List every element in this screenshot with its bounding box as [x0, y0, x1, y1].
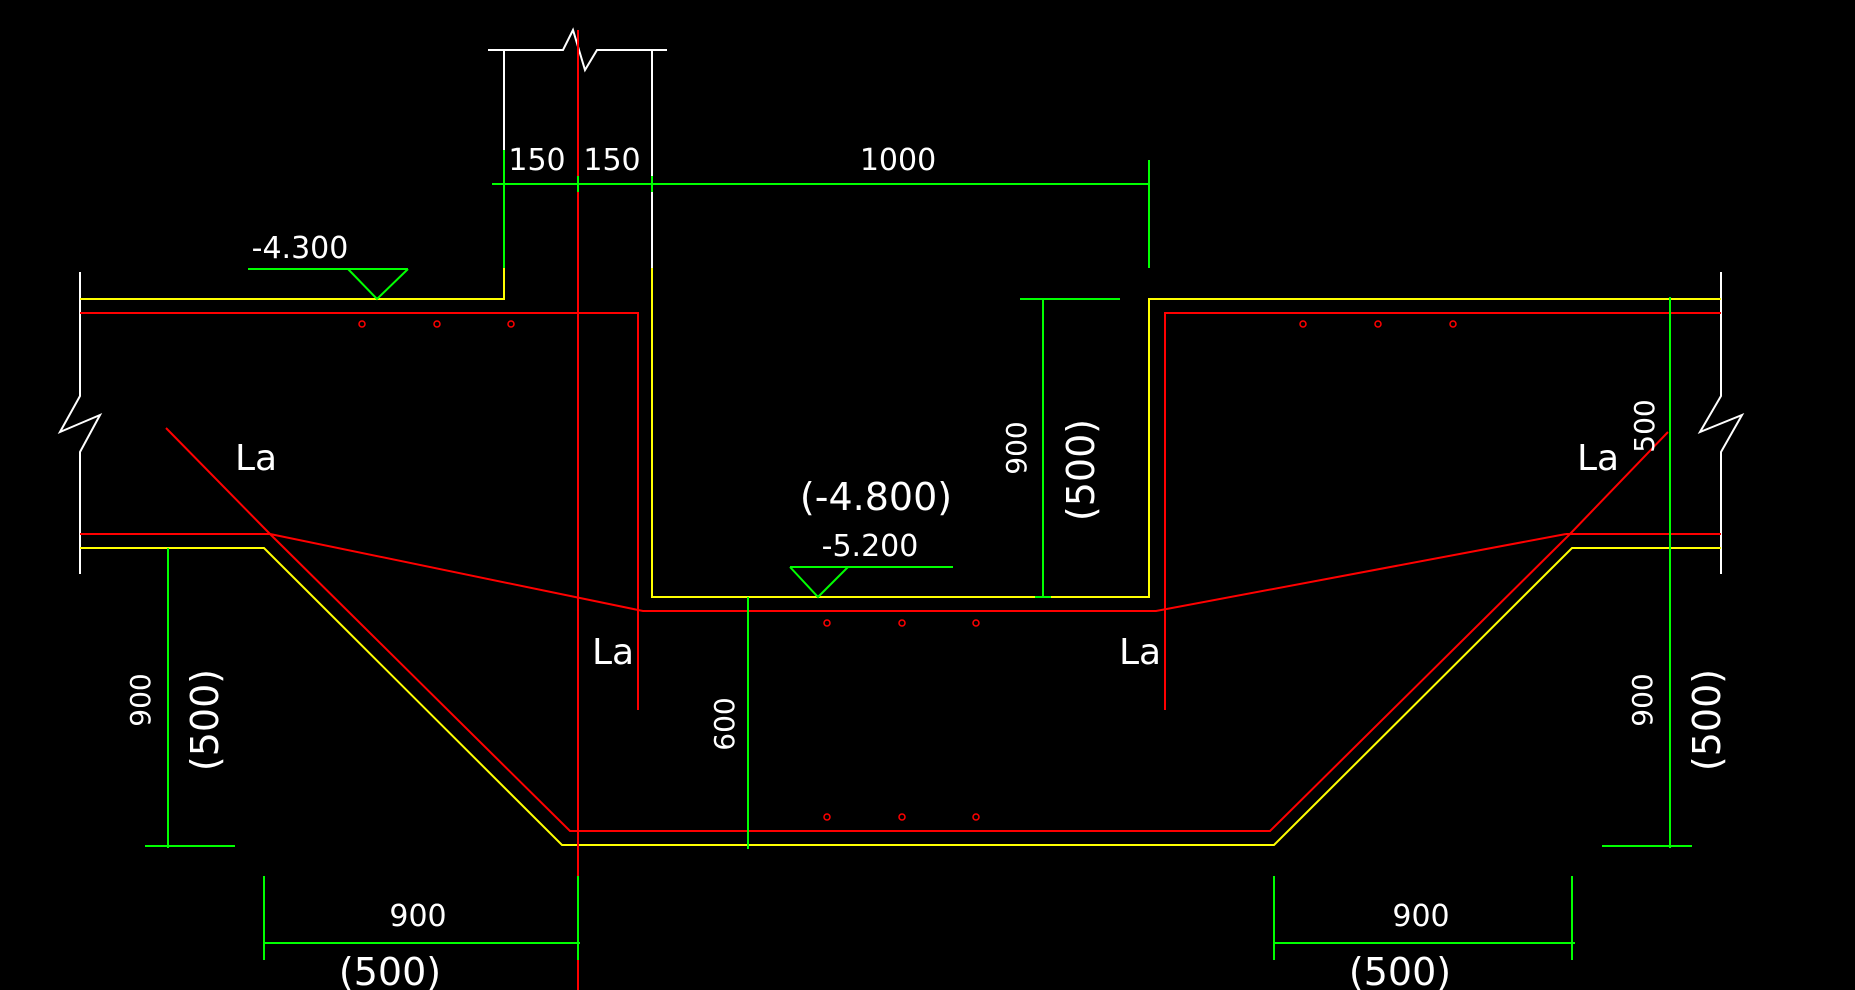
bottom-right-900: 900 [1392, 899, 1449, 934]
la-upper-right: La [1577, 438, 1619, 479]
elev-minus-4800: (-4.800) [800, 475, 952, 519]
bottom-right-500: (500) [1349, 950, 1451, 990]
right-500: 500 [1628, 399, 1661, 452]
rebar-dot [898, 813, 906, 821]
inclined-bar-left [269, 533, 1567, 612]
right-break-line [1697, 272, 1745, 574]
rebar-dot [433, 320, 441, 328]
rebar-dot [972, 813, 980, 821]
left-slope-900: 900 [124, 673, 157, 726]
la-upper-left: La [235, 438, 277, 479]
elev-4300-triangle [347, 268, 409, 301]
elev-minus-4300: -4.300 [252, 231, 349, 266]
pit-depth-500: (500) [1059, 419, 1103, 521]
elev-minus-5200: -5.200 [822, 529, 919, 564]
rebar-dot [823, 619, 831, 627]
elev-5200-triangle [789, 566, 849, 599]
center-600: 600 [708, 697, 741, 750]
bottom-left-500: (500) [339, 950, 441, 990]
dimension-texts: 150 150 1000 -4.300 (-4.800) -5.200 900 … [124, 143, 1729, 990]
left-break-line [57, 272, 103, 574]
rebar-dot [972, 619, 980, 627]
rebar-dots [358, 320, 1457, 821]
pit-depth-900: 900 [1000, 421, 1033, 474]
left-slope-500: (500) [183, 669, 227, 771]
rebar-dot [1449, 320, 1457, 328]
dim-top-left-150: 150 [508, 143, 565, 178]
rebar-dot [1299, 320, 1307, 328]
dim-top-right-150: 150 [583, 143, 640, 178]
top-bar-left [80, 312, 639, 710]
top-surface-left [80, 268, 505, 300]
rebar-dot [823, 813, 831, 821]
top-bar-right [1164, 312, 1721, 710]
la-lower-right: La [1119, 632, 1161, 673]
right-slope-900: 900 [1626, 673, 1659, 726]
rebar-dot [1374, 320, 1382, 328]
bottom-outline [80, 547, 1721, 846]
rebar-dot [507, 320, 515, 328]
bottom-left-900: 900 [389, 899, 446, 934]
dimension-lines [145, 150, 1692, 960]
anchorage-labels: La La La La [235, 438, 1619, 673]
rebar-dot [898, 619, 906, 627]
dim-top-1000: 1000 [860, 143, 936, 178]
pit-bottom-bar [165, 427, 1669, 832]
rebar-lines [80, 30, 1721, 990]
top-surface-right [651, 268, 1721, 598]
concrete-outline [80, 268, 1721, 846]
rebar-dot [358, 320, 366, 328]
la-lower-left: La [592, 632, 634, 673]
right-slope-500: (500) [1685, 669, 1729, 771]
